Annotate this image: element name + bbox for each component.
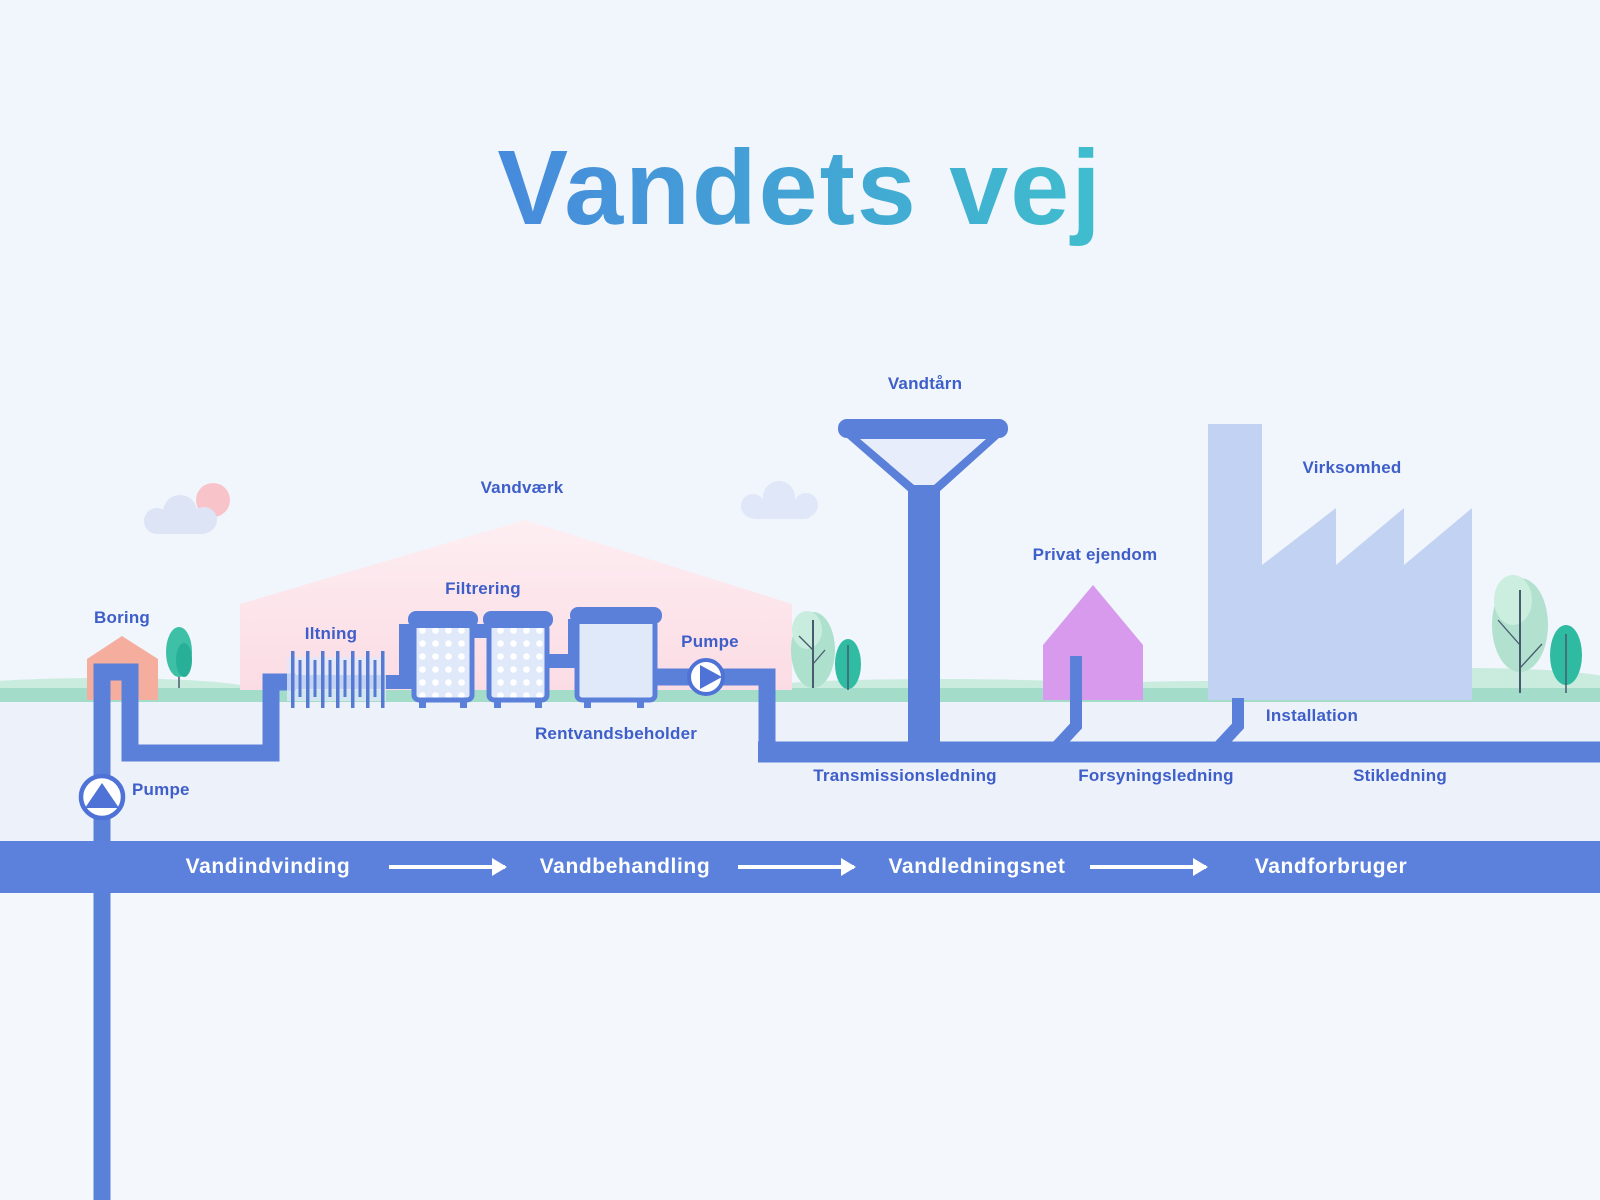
label-iltning: Iltning [304, 624, 358, 643]
tree-icon [1492, 575, 1548, 693]
label-vandtaarn: Vandtårn [887, 374, 963, 393]
private-house [1043, 585, 1143, 700]
filter-tank [408, 611, 478, 708]
well-pipe [93, 663, 296, 1200]
label-pumpe-well: Pumpe [132, 780, 190, 799]
arrow-right-icon [389, 858, 507, 876]
label-pumpe-plant: Pumpe [681, 632, 739, 651]
label-filtrering: Filtrering [445, 579, 521, 598]
deep-underground-background [0, 893, 1600, 1200]
cloud-icon [741, 481, 818, 519]
tree-icon [1550, 625, 1582, 693]
label-vandvaerk: Vandværk [480, 478, 564, 497]
pump-icon [78, 773, 126, 821]
stage-vandforbruger: Vandforbruger [1254, 855, 1408, 878]
label-forsyningsledning: Forsyningsledning [1078, 766, 1234, 785]
label-stikledning: Stikledning [1353, 766, 1447, 785]
label-virksomhed: Virksomhed [1302, 458, 1402, 477]
stage-vandledningsnet: Vandledningsnet [888, 855, 1066, 878]
factory-service-pipe [1207, 698, 1244, 759]
label-boring: Boring [94, 608, 150, 627]
tree-icon [835, 639, 861, 690]
pump-icon [687, 658, 725, 696]
clean-water-tank [570, 607, 662, 708]
label-privat-ejendom: Privat ejendom [1032, 545, 1158, 564]
cloud-icon [144, 495, 217, 534]
house-service-pipe [1045, 656, 1082, 759]
tree-icon [166, 627, 192, 688]
water-tower [838, 419, 1008, 762]
stage-vandindvinding: Vandindvinding [185, 855, 351, 878]
label-installation: Installation [1265, 706, 1359, 725]
arrow-right-icon [1090, 858, 1208, 876]
process-banner: Vandindvinding Vandbehandling Vandlednin… [0, 841, 1600, 893]
page-title: Vandets vej [0, 128, 1600, 249]
arrow-right-icon [738, 858, 856, 876]
stage-vandbehandling: Vandbehandling [539, 855, 711, 878]
label-rentvandsbeholder: Rentvandsbeholder [534, 724, 698, 743]
tree-icon [791, 611, 835, 688]
aeration-unit [287, 651, 386, 708]
filter-tank [483, 611, 553, 708]
factory-building [1208, 424, 1472, 700]
label-transmissionsledning: Transmissionsledning [813, 766, 997, 785]
